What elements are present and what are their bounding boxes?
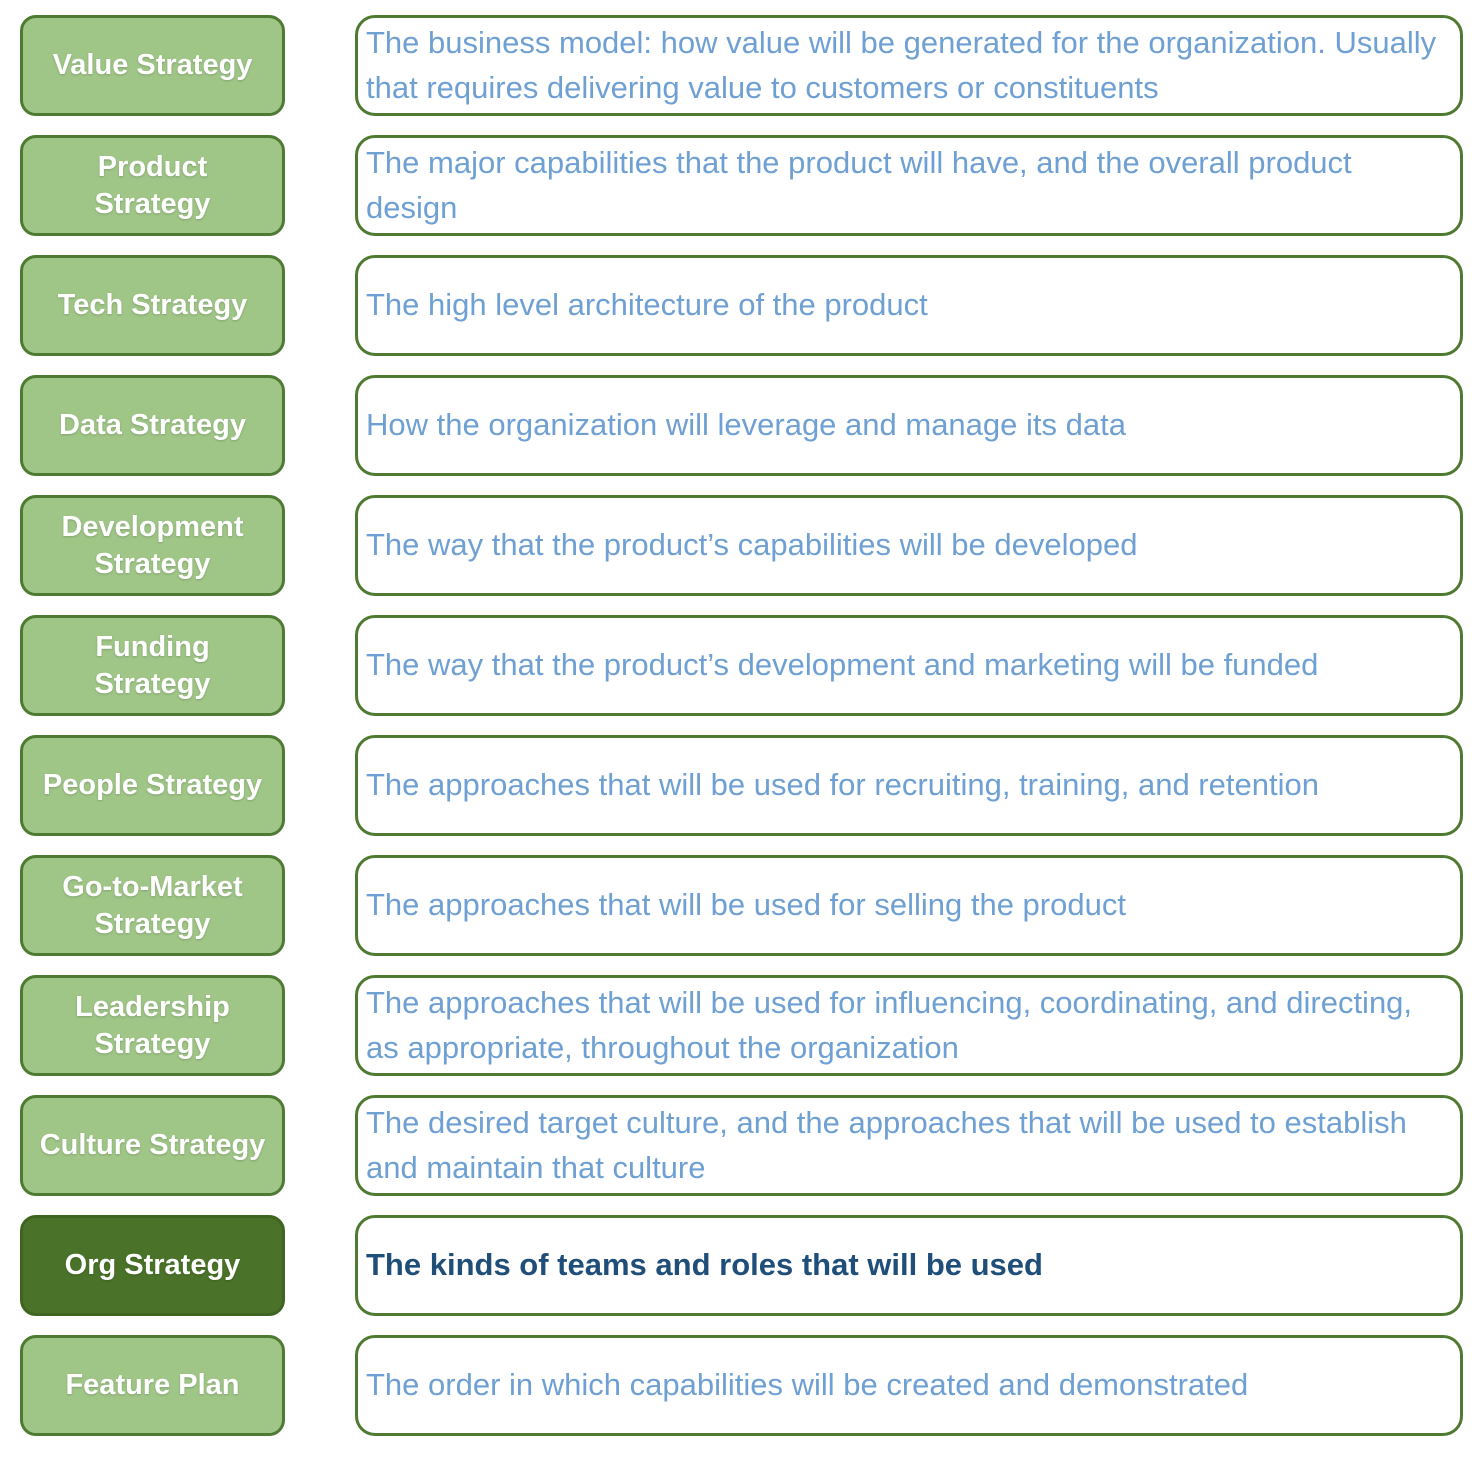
development-strategy-label-box: Development Strategy	[20, 495, 285, 596]
row-people-strategy: People Strategy The approaches that will…	[20, 735, 1463, 836]
column-gap	[285, 15, 355, 116]
column-gap	[285, 255, 355, 356]
row-leadership-strategy: Leadership Strategy The approaches that …	[20, 975, 1463, 1076]
column-gap	[285, 375, 355, 476]
development-strategy-description-box: The way that the product’s capabilities …	[355, 495, 1463, 596]
column-gap	[285, 1335, 355, 1436]
row-product-strategy: Product Strategy The major capabilities …	[20, 135, 1463, 236]
tech-strategy-label-box: Tech Strategy	[20, 255, 285, 356]
row-culture-strategy: Culture Strategy The desired target cult…	[20, 1095, 1463, 1196]
people-strategy-description-box: The approaches that will be used for rec…	[355, 735, 1463, 836]
product-strategy-description-box: The major capabilities that the product …	[355, 135, 1463, 236]
column-gap	[285, 975, 355, 1076]
org-strategy-description-box: The kinds of teams and roles that will b…	[355, 1215, 1463, 1316]
value-strategy-label-box: Value Strategy	[20, 15, 285, 116]
go-to-market-strategy-description-box: The approaches that will be used for sel…	[355, 855, 1463, 956]
column-gap	[285, 1095, 355, 1196]
row-tech-strategy: Tech Strategy The high level architectur…	[20, 255, 1463, 356]
diagram-rows: Value Strategy The business model: how v…	[20, 15, 1463, 1436]
funding-strategy-label-box: Funding Strategy	[20, 615, 285, 716]
value-strategy-description-box: The business model: how value will be ge…	[355, 15, 1463, 116]
feature-plan-label-box: Feature Plan	[20, 1335, 285, 1436]
column-gap	[285, 135, 355, 236]
tech-strategy-description-box: The high level architecture of the produ…	[355, 255, 1463, 356]
column-gap	[285, 735, 355, 836]
data-strategy-label-box: Data Strategy	[20, 375, 285, 476]
product-strategy-label-box: Product Strategy	[20, 135, 285, 236]
go-to-market-strategy-label-box: Go-to-Market Strategy	[20, 855, 285, 956]
funding-strategy-description-box: The way that the product’s development a…	[355, 615, 1463, 716]
row-funding-strategy: Funding Strategy The way that the produc…	[20, 615, 1463, 716]
column-gap	[285, 495, 355, 596]
row-go-to-market-strategy: Go-to-Market Strategy The approaches tha…	[20, 855, 1463, 956]
column-gap	[285, 1215, 355, 1316]
row-value-strategy: Value Strategy The business model: how v…	[20, 15, 1463, 116]
culture-strategy-description-box: The desired target culture, and the appr…	[355, 1095, 1463, 1196]
column-gap	[285, 615, 355, 716]
leadership-strategy-description-box: The approaches that will be used for inf…	[355, 975, 1463, 1076]
row-org-strategy: Org Strategy The kinds of teams and role…	[20, 1215, 1463, 1316]
row-data-strategy: Data Strategy How the organization will …	[20, 375, 1463, 476]
people-strategy-label-box: People Strategy	[20, 735, 285, 836]
data-strategy-description-box: How the organization will leverage and m…	[355, 375, 1463, 476]
row-feature-plan: Feature Plan The order in which capabili…	[20, 1335, 1463, 1436]
leadership-strategy-label-box: Leadership Strategy	[20, 975, 285, 1076]
row-development-strategy: Development Strategy The way that the pr…	[20, 495, 1463, 596]
culture-strategy-label-box: Culture Strategy	[20, 1095, 285, 1196]
feature-plan-description-box: The order in which capabilities will be …	[355, 1335, 1463, 1436]
column-gap	[285, 855, 355, 956]
org-strategy-label-box: Org Strategy	[20, 1215, 285, 1316]
